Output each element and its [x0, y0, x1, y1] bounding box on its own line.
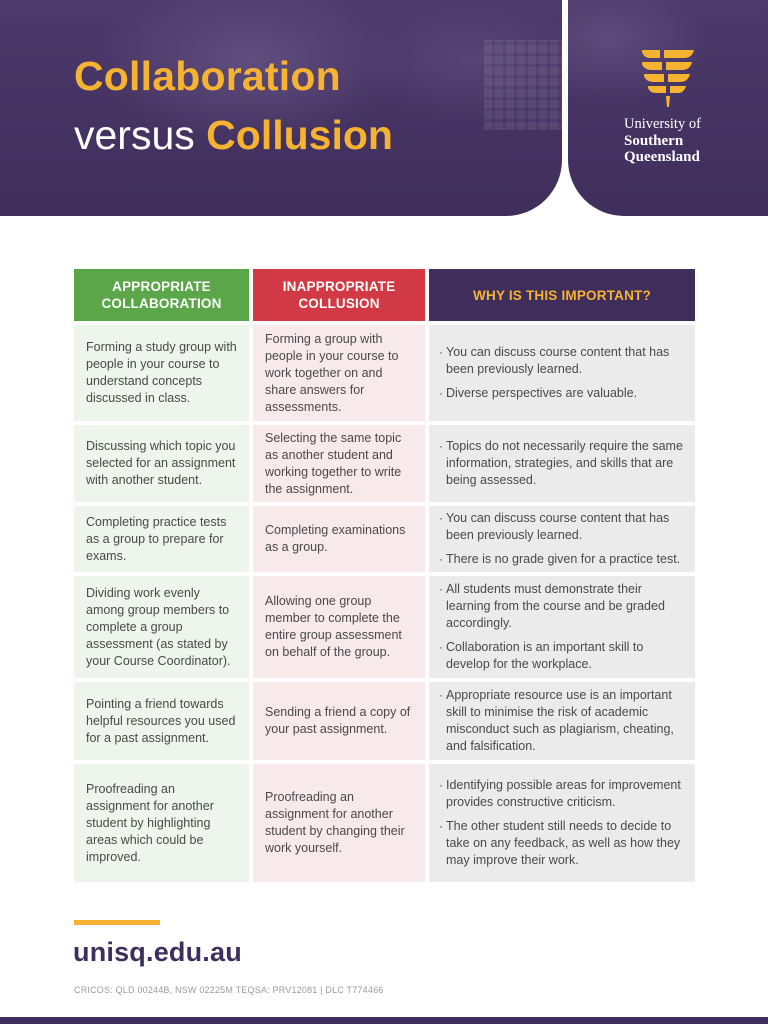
- fern-emblem-icon: [642, 50, 694, 107]
- bullet-text: You can discuss course content that has …: [446, 511, 670, 542]
- appropriate-cell: Completing practice tests as a group to …: [74, 506, 249, 572]
- header-banner: Collaboration versus Collusion Universit…: [0, 0, 768, 216]
- header-photo-left: [0, 0, 562, 216]
- header-why-important: WHY IS THIS IMPORTANT?: [429, 269, 695, 321]
- bullet-text: Collaboration is an important skill to d…: [446, 640, 644, 671]
- table-row: Pointing a friend towards helpful resour…: [74, 682, 695, 760]
- title-collaboration: Collaboration: [74, 53, 341, 99]
- why-cell: ·You can discuss course content that has…: [429, 506, 695, 572]
- inappropriate-cell: Selecting the same topic as another stud…: [253, 425, 425, 502]
- inappropriate-cell: Allowing one group member to complete th…: [253, 576, 425, 678]
- bullet-item: ·Collaboration is an important skill to …: [439, 639, 687, 673]
- bullet-text: Diverse perspectives are valuable.: [446, 386, 638, 400]
- inappropriate-cell: Proofreading an assignment for another s…: [253, 764, 425, 882]
- header-inappropriate-collusion: INAPPROPRIATE COLLUSION: [253, 269, 425, 321]
- bullet-text: Identifying possible areas for improveme…: [446, 778, 681, 809]
- bullet-item: ·Diverse perspectives are valuable.: [439, 385, 687, 402]
- header-appropriate-collaboration: APPROPRIATE COLLABORATION: [74, 269, 249, 321]
- cricos-text: CRICOS: QLD 00244B, NSW 02225M TEQSA: PR…: [74, 985, 384, 995]
- bullet-item: ·Identifying possible areas for improvem…: [439, 777, 687, 811]
- header-label: COLLUSION: [298, 296, 380, 311]
- why-cell: ·Topics do not necessarily require the s…: [429, 425, 695, 502]
- bullet-text: Topics do not necessarily require the sa…: [446, 439, 683, 487]
- comparison-table: APPROPRIATE COLLABORATION INAPPROPRIATE …: [74, 269, 695, 886]
- title-line2: versus Collusion: [74, 115, 393, 156]
- bottom-bar: [0, 1017, 768, 1024]
- page-title: Collaboration versus Collusion: [74, 56, 393, 156]
- table-row: Discussing which topic you selected for …: [74, 425, 695, 502]
- inappropriate-cell: Completing examinations as a group.: [253, 506, 425, 572]
- accent-divider: [74, 920, 160, 925]
- header-label: APPROPRIATE: [112, 279, 211, 294]
- table-row: Forming a study group with people in you…: [74, 325, 695, 421]
- title-collusion: Collusion: [206, 112, 393, 158]
- bullet-item: ·Topics do not necessarily require the s…: [439, 438, 687, 489]
- why-cell: ·All students must demonstrate their lea…: [429, 576, 695, 678]
- why-cell: ·Appropriate resource use is an importan…: [429, 682, 695, 760]
- bullet-text: There is no grade given for a practice t…: [446, 552, 681, 566]
- appropriate-cell: Pointing a friend towards helpful resour…: [74, 682, 249, 760]
- inappropriate-cell: Forming a group with people in your cour…: [253, 325, 425, 421]
- header-label: COLLABORATION: [101, 296, 222, 311]
- header-label: INAPPROPRIATE: [282, 279, 396, 294]
- bullet-item: ·You can discuss course content that has…: [439, 344, 687, 378]
- table-row: Completing practice tests as a group to …: [74, 506, 695, 572]
- header-label: WHY IS THIS IMPORTANT?: [473, 287, 651, 303]
- logo-text-line1: University of: [624, 116, 701, 132]
- appropriate-cell: Dividing work evenly among group members…: [74, 576, 249, 678]
- bullet-item: ·There is no grade given for a practice …: [439, 551, 687, 568]
- bullet-item: ·The other student still needs to decide…: [439, 818, 687, 869]
- bullet-item: ·You can discuss course content that has…: [439, 510, 687, 544]
- why-cell: ·Identifying possible areas for improvem…: [429, 764, 695, 882]
- bullet-text: All students must demonstrate their lear…: [446, 582, 665, 630]
- appropriate-cell: Forming a study group with people in you…: [74, 325, 249, 421]
- university-logo: University of Southern Queensland: [614, 48, 724, 165]
- bullet-item: ·All students must demonstrate their lea…: [439, 581, 687, 632]
- title-versus: versus: [74, 112, 195, 158]
- bullet-text: The other student still needs to decide …: [446, 819, 681, 867]
- logo-text-line3: Queensland: [624, 149, 700, 165]
- why-cell: ·You can discuss course content that has…: [429, 325, 695, 421]
- appropriate-cell: Discussing which topic you selected for …: [74, 425, 249, 502]
- bullet-text: You can discuss course content that has …: [446, 345, 670, 376]
- bullet-text: Appropriate resource use is an important…: [446, 688, 674, 753]
- header-photo-right: [568, 0, 768, 216]
- appropriate-cell: Proofreading an assignment for another s…: [74, 764, 249, 882]
- logo-text-line2: Southern: [624, 133, 684, 149]
- inappropriate-cell: Sending a friend a copy of your past ass…: [253, 682, 425, 760]
- website-link[interactable]: unisq.edu.au: [73, 937, 242, 967]
- bullet-item: ·Appropriate resource use is an importan…: [439, 687, 687, 755]
- table-row: Proofreading an assignment for another s…: [74, 764, 695, 882]
- table-row: Dividing work evenly among group members…: [74, 576, 695, 678]
- table-header-row: APPROPRIATE COLLABORATION INAPPROPRIATE …: [74, 269, 695, 321]
